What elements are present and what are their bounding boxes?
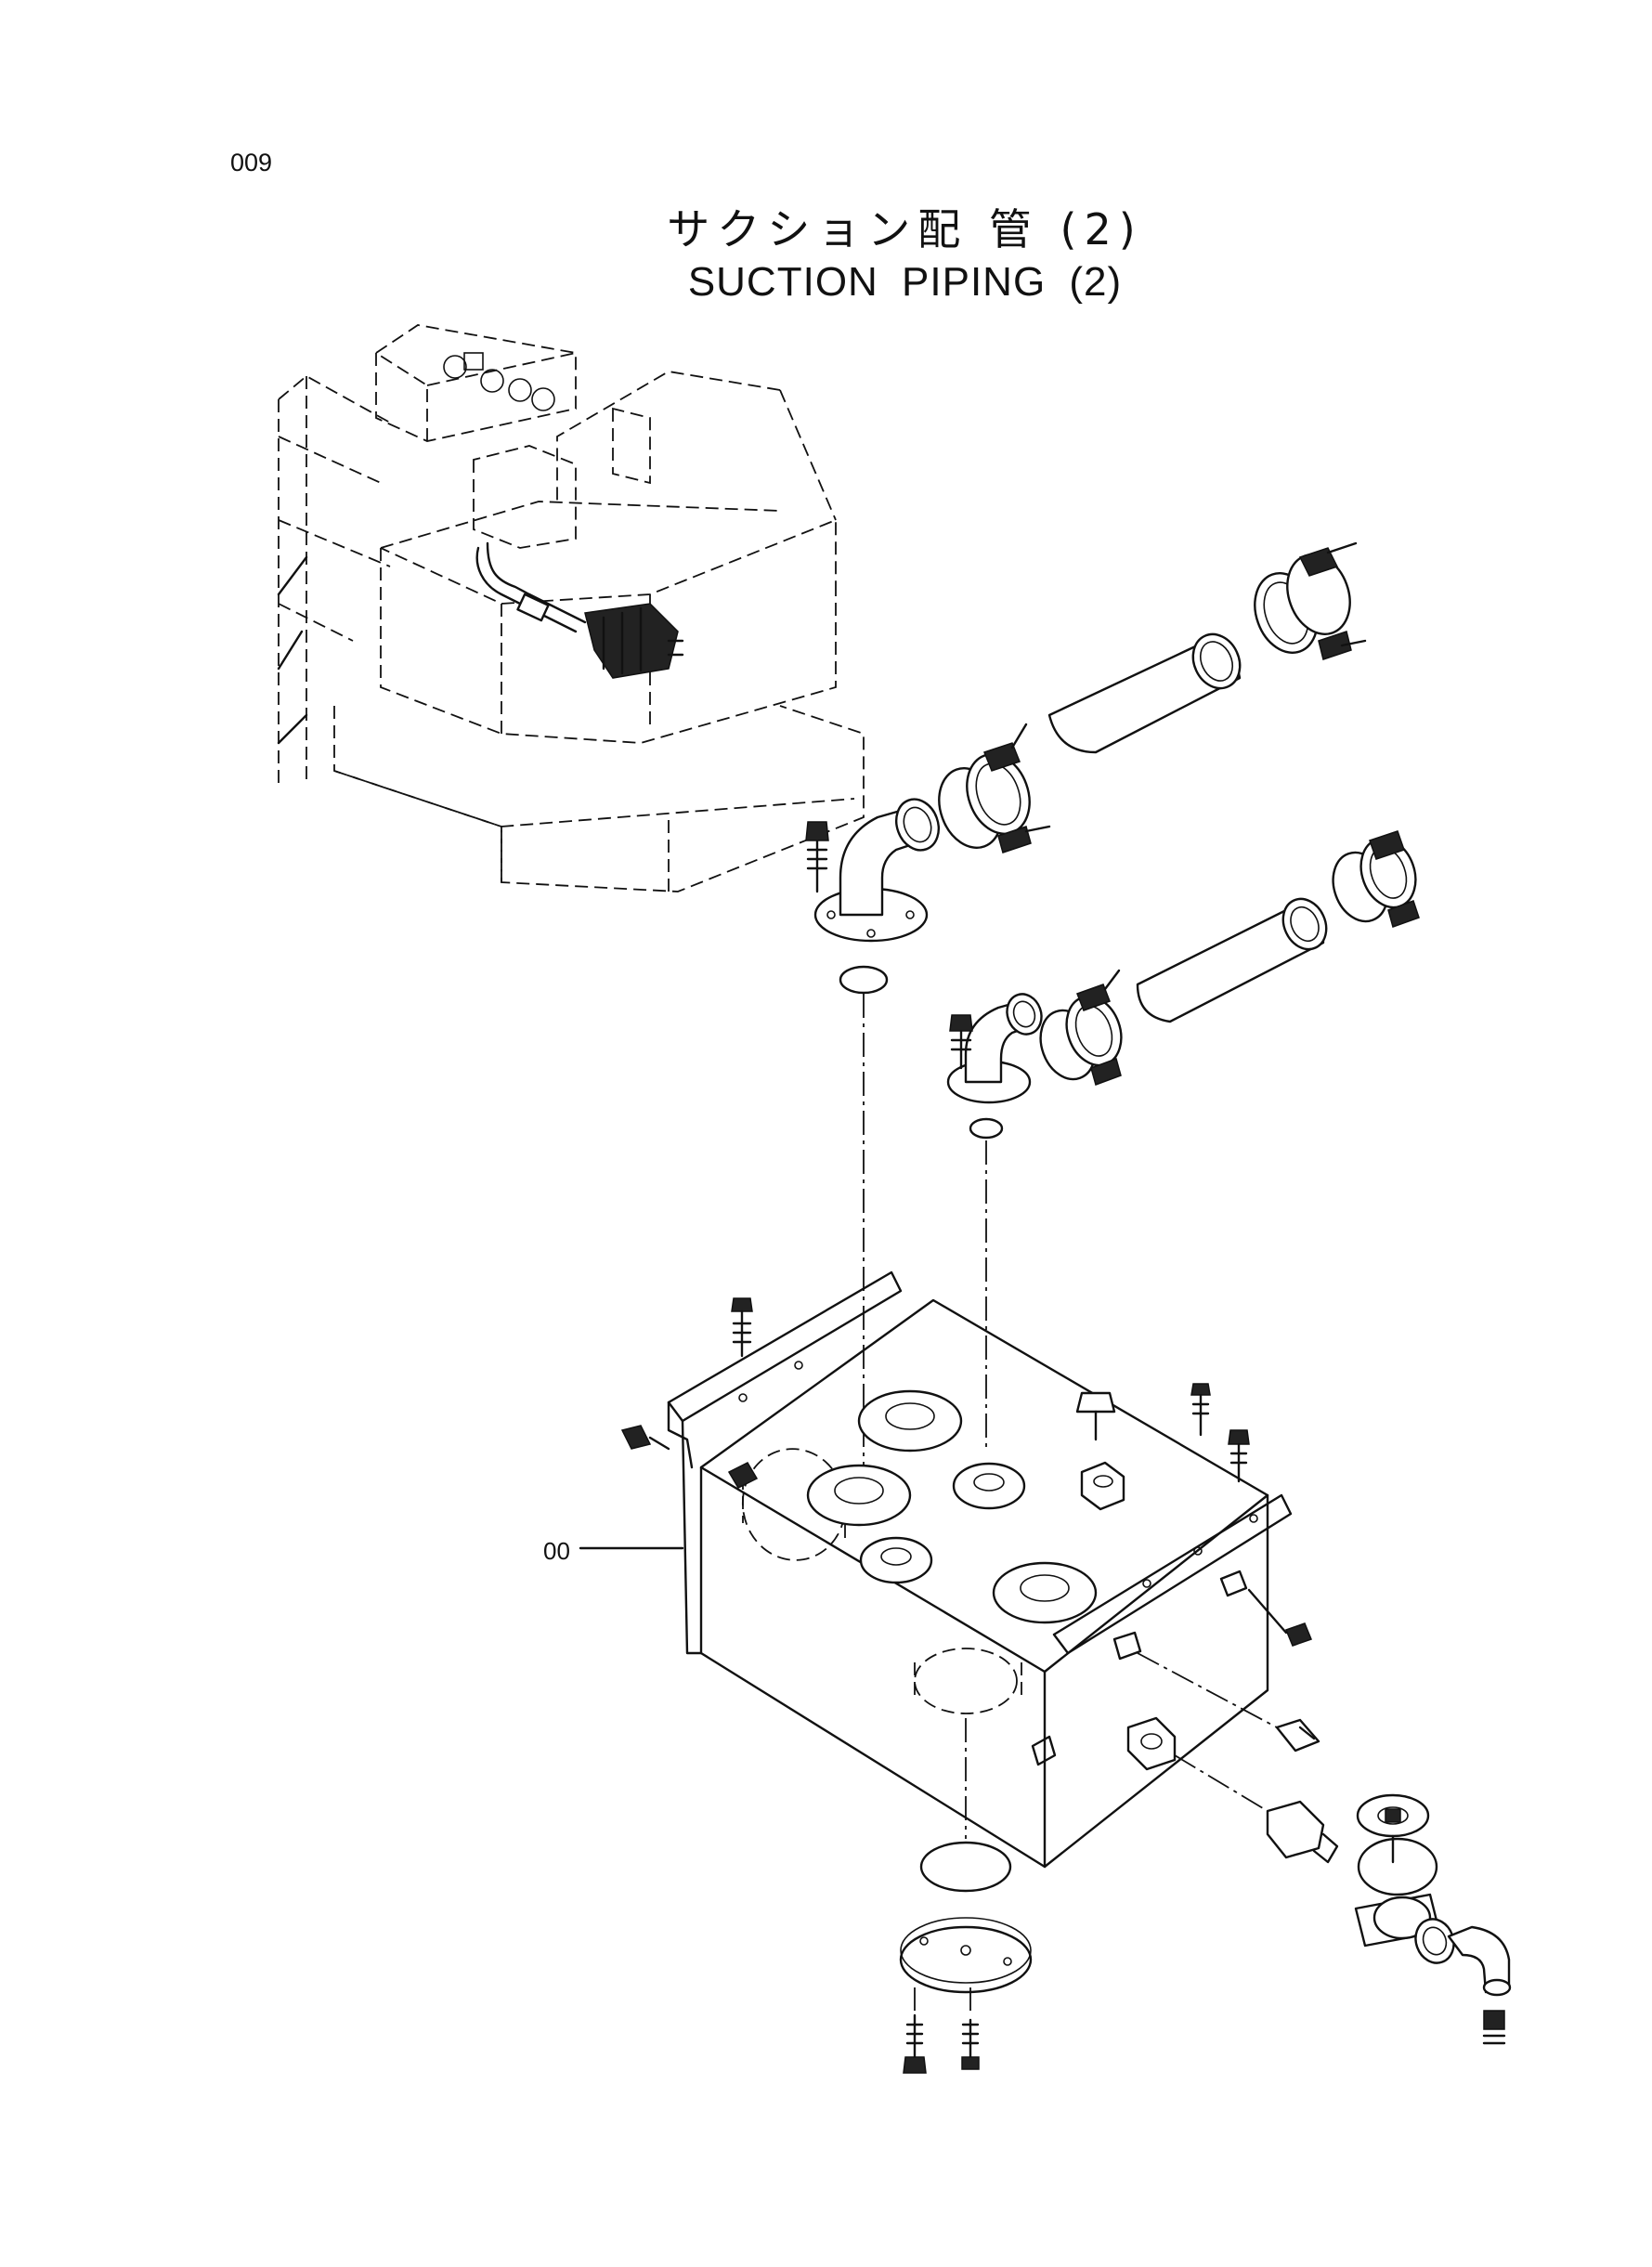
callout-label-tank: 00 bbox=[543, 1537, 570, 1565]
hose-clamp-lower-left bbox=[1039, 969, 1123, 1086]
hose-clamp-lower-right bbox=[1332, 830, 1420, 928]
title-japanese: サクション配 管 (2) bbox=[667, 204, 1143, 254]
tank-bolts bbox=[620, 1297, 1312, 1728]
tank-flange-ports bbox=[806, 1389, 1098, 1624]
cover-gasket bbox=[919, 1841, 1012, 1893]
drain-valve-assembly bbox=[1126, 1716, 1512, 2045]
o-ring-lower bbox=[969, 1117, 1004, 1140]
title-english: SUCTION PIPING (2) bbox=[687, 259, 1123, 305]
overview-valve-cluster bbox=[584, 603, 684, 679]
suction-elbow-lower bbox=[946, 993, 1043, 1104]
hose-clamp-upper-right bbox=[1254, 541, 1367, 660]
upper-suction-line bbox=[805, 541, 1367, 1486]
tank-bottom-cover bbox=[899, 1841, 1033, 2074]
machine-overview-illustration bbox=[277, 324, 865, 892]
title-block: サクション配 管 (2) SUCTION PIPING (2) bbox=[0, 202, 1652, 308]
suction-elbow-upper bbox=[805, 798, 940, 943]
lower-suction-line bbox=[946, 830, 1420, 1449]
hydraulic-tank bbox=[667, 1270, 1293, 1869]
o-ring-upper bbox=[839, 965, 889, 995]
page-number: 009 bbox=[230, 149, 273, 176]
hose-clamp-upper-left bbox=[938, 723, 1051, 853]
